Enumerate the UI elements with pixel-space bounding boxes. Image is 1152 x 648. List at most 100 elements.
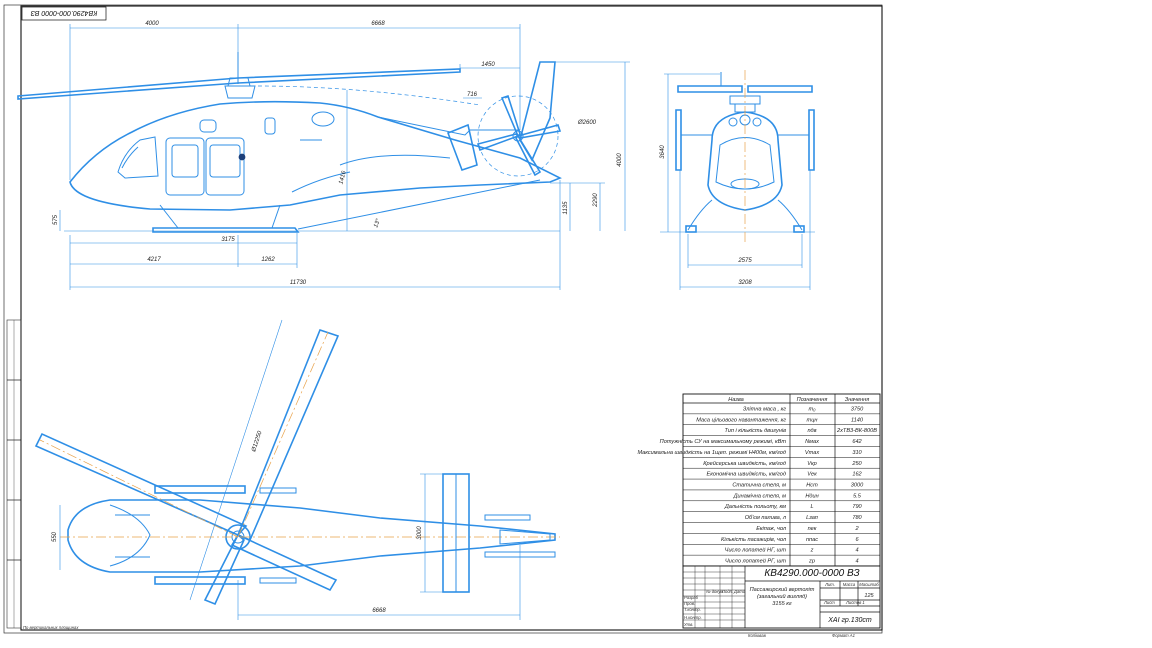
- spec-row-name: Число лопатей НГ, шт: [725, 547, 787, 554]
- inner-drawing-frame: [20, 5, 883, 631]
- spec-row-name: Економічна швидкість, км/год: [707, 472, 786, 478]
- spec-row-symbol: Hст: [806, 483, 818, 489]
- sheets-label: Листов 1: [845, 600, 865, 605]
- title-line-2: (загальний вигляд): [757, 593, 807, 600]
- spec-row-symbol: m₀: [808, 406, 816, 412]
- specification-table: Назва Позначення Значення Злітна маса , …: [637, 393, 881, 567]
- spec-row-value: 3000: [851, 483, 864, 489]
- sheet-label: Лист: [823, 600, 835, 605]
- spec-row-name: Тип і кількість двигунів: [724, 428, 786, 434]
- main-drawing-code: КВ4290.000-0000 ВЗ: [764, 568, 859, 579]
- spec-row-name: Злітна маса , кг: [743, 406, 786, 412]
- bottom-left-note: По вертикальних площинах: [23, 625, 79, 630]
- spec-header-symbol: Позначення: [797, 397, 828, 403]
- spec-row-name: Статична стеля, м: [732, 483, 786, 489]
- role-checker: Пров.: [684, 601, 695, 606]
- spec-row-symbol: Vкр: [807, 461, 816, 467]
- spec-row-value: 642: [852, 439, 862, 445]
- spec-row-name: Крейсерська швидкість, км/год: [703, 460, 786, 467]
- spec-row-symbol: Nмах: [805, 439, 819, 445]
- spec-row-symbol: nпас: [806, 537, 818, 543]
- spec-row-symbol: mцн: [807, 417, 818, 423]
- spec-row-value: 4: [855, 559, 858, 565]
- header-scale: Масштаб: [859, 582, 879, 587]
- front-view: 3640 2575 3208: [660, 70, 815, 290]
- spec-row-value: 780: [852, 515, 862, 521]
- left-margin-strip: [6, 319, 22, 629]
- dim-4000-right: 4000: [617, 153, 623, 167]
- spec-row-value: 1140: [851, 417, 864, 423]
- spec-row-name: Дальність польоту, км: [724, 504, 786, 510]
- spec-row-value: 2: [854, 526, 859, 532]
- spec-row-name: Потужність СУ на максимальному режимі, к…: [660, 439, 787, 445]
- dim-1135: 1135: [563, 201, 569, 215]
- role-tcontrol: Т.контр.: [684, 607, 701, 612]
- spec-row-symbol: zр: [808, 559, 815, 565]
- dim-angle: 13°: [373, 218, 382, 229]
- dim-1416: 1416: [338, 170, 347, 185]
- spec-row-value: 2хТВ3-ВК-800В: [836, 428, 877, 434]
- spec-row-value: 250: [851, 461, 862, 467]
- copied-label: Копіював: [748, 633, 767, 638]
- spec-row-name: Екіпаж, чол: [756, 526, 787, 532]
- col-doc-label: № докум.: [706, 589, 724, 594]
- spec-row-name: Число лопатей РГ, шт: [725, 558, 786, 565]
- dim-1262: 1262: [261, 257, 275, 263]
- mass-value: 125: [864, 593, 874, 599]
- side-view: 4000 6668 1450 716 Ø2600 4000 2290 1135 …: [17, 21, 630, 290]
- top-code-text: КВ4290.000-0000 ВЗ: [30, 9, 97, 16]
- spec-row-name: Максимальна швидкість на 1щеп. режимі Н4…: [637, 450, 786, 456]
- dim-11730: 11730: [290, 280, 307, 286]
- spec-header-value: Значення: [845, 397, 869, 403]
- spec-row-name: Кількість пасажирів, чол: [721, 537, 787, 543]
- spec-row-value: 5.5: [853, 493, 862, 499]
- col-sign-label: Подп.: [722, 589, 733, 594]
- dim-3208: 3208: [738, 280, 752, 286]
- spec-row-symbol: nек: [808, 526, 817, 532]
- title-block: № докум. Подп. Дата Разраб Пров. Т.контр…: [682, 565, 881, 629]
- dim-main-rotor-diameter: Ø12250: [251, 430, 264, 454]
- spec-row-value: 162: [852, 472, 862, 478]
- dim-4000-top: 4000: [145, 21, 159, 27]
- spec-row-value: 4: [855, 548, 858, 554]
- role-approved: Утв.: [684, 622, 694, 627]
- spec-row-symbol: Vек: [807, 472, 817, 478]
- dim-6668-top: 6668: [371, 21, 385, 27]
- spec-row-symbol: nдв: [807, 428, 816, 434]
- role-ncontrol: Н.контр.: [684, 615, 702, 620]
- dim-3000-stab: 3000: [417, 526, 423, 540]
- spec-row-name: Динамічна стеля, м: [733, 493, 787, 499]
- format-label: Формат А1: [832, 633, 855, 638]
- spec-row-symbol: z: [810, 548, 814, 554]
- dim-3175: 3175: [221, 237, 235, 243]
- spec-header-name: Назва: [728, 397, 744, 403]
- dim-716: 716: [467, 92, 478, 98]
- dim-3640: 3640: [660, 145, 666, 159]
- dim-2575: 2575: [737, 258, 752, 264]
- plan-view: Ø12250 550 3000 6668: [34, 319, 560, 620]
- spec-row-value: 6: [855, 537, 859, 543]
- header-lit: Лит.: [824, 582, 835, 587]
- spec-row-value: 790: [852, 504, 862, 510]
- dim-6668-plan: 6668: [372, 608, 386, 614]
- spec-row-value: 310: [852, 450, 862, 456]
- organization: ХАІ гр.130ст: [827, 617, 872, 624]
- dim-575: 575: [53, 214, 59, 225]
- spec-row-name: Маса цільового навантаження, кг: [696, 417, 786, 423]
- spec-row-symbol: Lзап: [806, 515, 818, 521]
- col-date-label: Дата: [733, 589, 746, 594]
- title-line-1: Пассажирский вертоліт: [750, 586, 815, 593]
- spec-row-value: 3750: [851, 406, 864, 412]
- spec-row-symbol: Vmax: [805, 450, 820, 456]
- header-mass: Масса: [843, 582, 856, 587]
- top-code-box: КВ4290.000-0000 ВЗ: [21, 6, 107, 21]
- spec-row-symbol: Hдин: [805, 493, 818, 499]
- role-author: Разраб: [684, 595, 699, 600]
- spec-row-symbol: L: [810, 504, 813, 510]
- spec-row-name: Об'єм палива, л: [745, 515, 787, 521]
- dim-4217: 4217: [147, 257, 161, 263]
- dim-tail-rotor-diameter: Ø2600: [577, 120, 597, 126]
- title-line-3: 3155 кг: [772, 601, 792, 607]
